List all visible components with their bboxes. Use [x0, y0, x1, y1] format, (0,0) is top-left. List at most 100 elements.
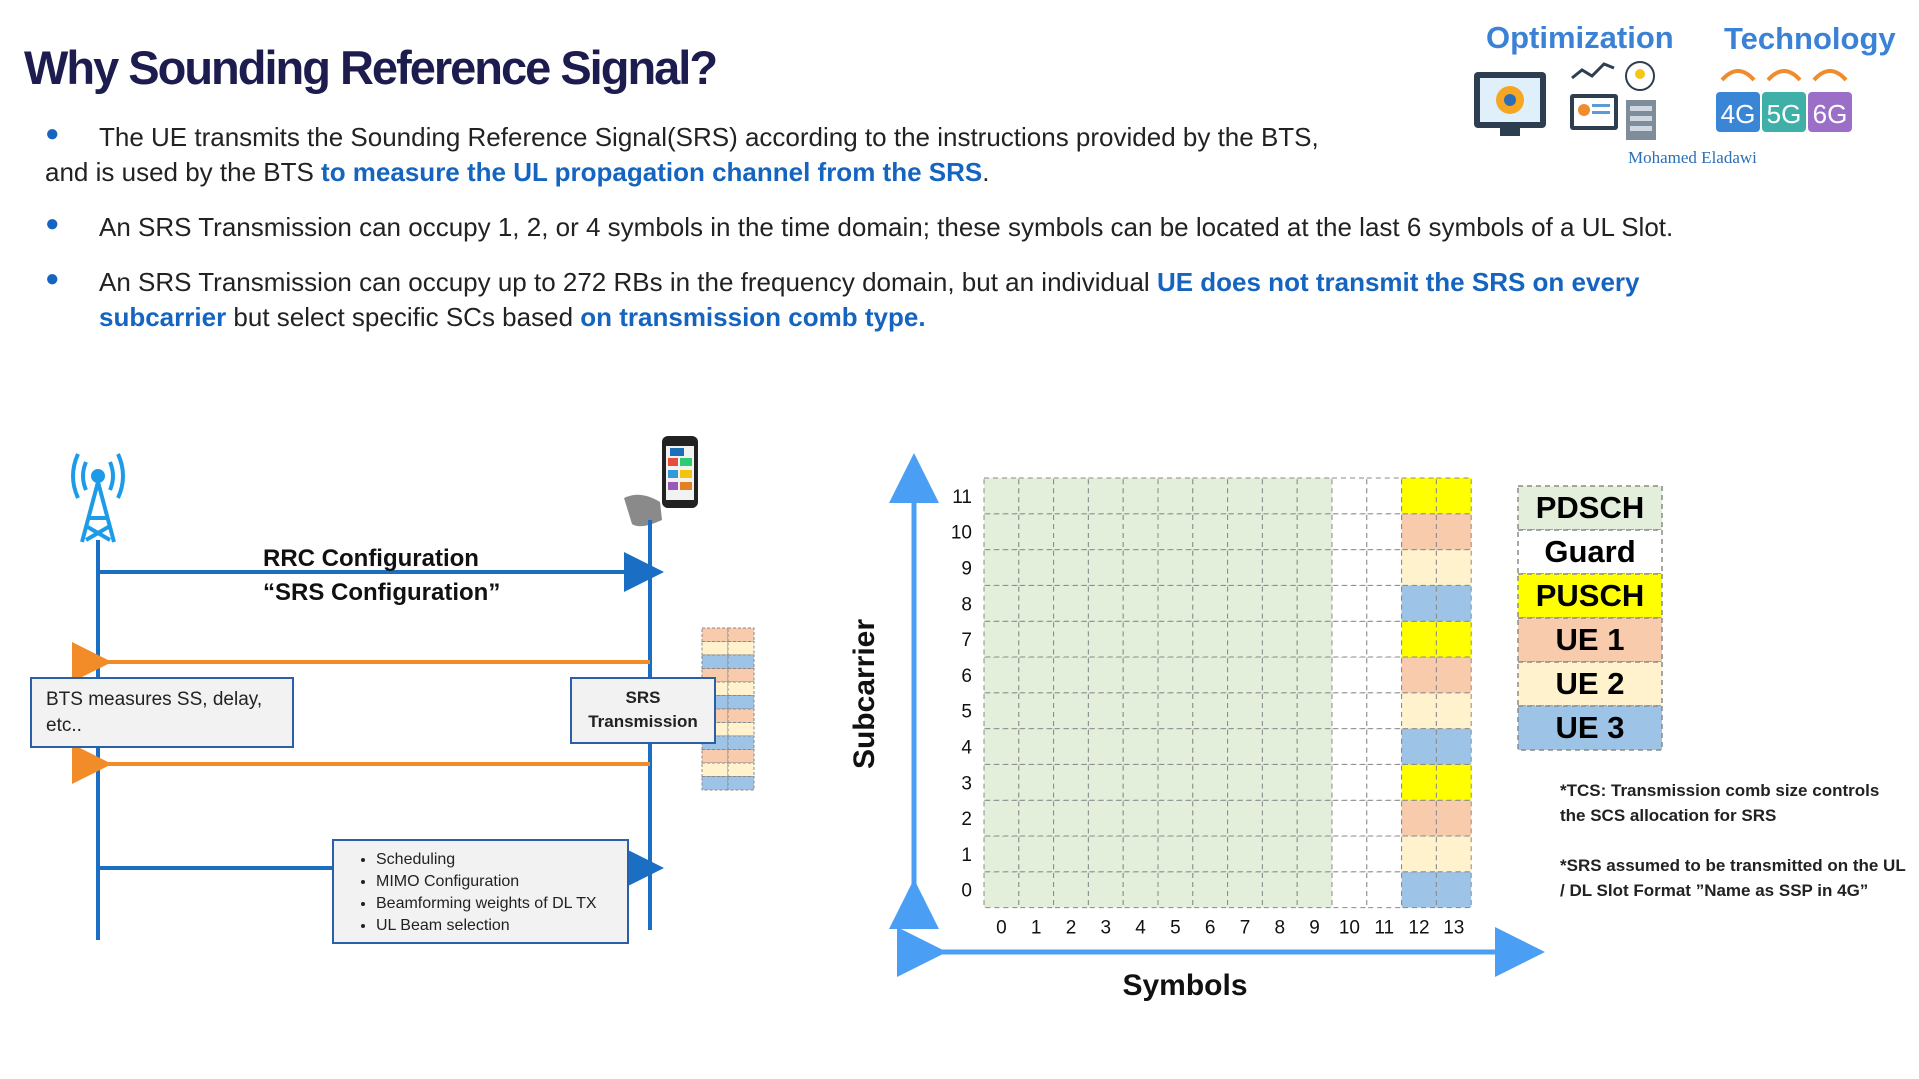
- grid-cell: [1435, 871, 1472, 909]
- grid-cell: [1401, 692, 1437, 730]
- x-tick-label: 7: [1240, 918, 1251, 939]
- grid-cell: [1401, 799, 1437, 837]
- grid-cell: [1296, 692, 1333, 730]
- x-tick-label: 6: [1205, 918, 1216, 939]
- y-tick-label: 3: [961, 773, 972, 794]
- grid-cell: [1053, 835, 1089, 873]
- grid-cell: [1261, 871, 1298, 909]
- grid-cell: [1366, 871, 1403, 909]
- grid-cell: [1122, 584, 1159, 622]
- bullet-1: ● The UE transmits the Sounding Referenc…: [45, 120, 1765, 190]
- smartphone-icon: [624, 436, 698, 527]
- grid-cell: [1261, 799, 1298, 837]
- grid-cell: [1087, 799, 1124, 837]
- grid-cell: [1261, 692, 1298, 730]
- srs-strip-cell: [701, 627, 729, 642]
- x-tick-label: 12: [1408, 918, 1429, 939]
- grid-cell: [1296, 549, 1333, 586]
- grid-cell: [1157, 549, 1194, 586]
- grid-cell: [1192, 513, 1229, 551]
- legend-label: PUSCH: [1536, 578, 1645, 613]
- branding-icons: 4G 5G 6G: [1474, 61, 1852, 140]
- grid-cell: [1192, 620, 1229, 658]
- grid-cell: [983, 477, 1020, 515]
- grid-cell: [983, 835, 1020, 873]
- x-tick-label: 13: [1443, 918, 1464, 939]
- grid-cell: [1401, 620, 1437, 658]
- grid-cell: [1331, 477, 1368, 515]
- grid-cell: [1122, 620, 1159, 658]
- grid-cell: [1366, 728, 1403, 765]
- grid-cell: [1366, 584, 1403, 622]
- grid-cell: [1122, 835, 1159, 873]
- grid-cell: [1435, 477, 1472, 515]
- author-name: Mohamed Eladawi: [1628, 148, 1757, 167]
- srs-strip-cell: [727, 722, 755, 737]
- grid-cell: [1192, 692, 1229, 730]
- grid-cell: [1018, 835, 1055, 873]
- y-tick-label: 2: [961, 809, 972, 830]
- grid-cell: [1401, 549, 1437, 586]
- grid-cell: [1192, 549, 1229, 586]
- legend-swatch: [1517, 485, 1663, 531]
- grid-cell: [1331, 728, 1368, 765]
- grid-cell: [1053, 871, 1089, 909]
- grid-cell: [1018, 728, 1055, 765]
- grid-cell: [1296, 799, 1333, 837]
- grid-cell: [1018, 513, 1055, 551]
- grid-cell: [1192, 728, 1229, 765]
- bullet-3: ● An SRS Transmission can occupy up to 2…: [45, 265, 1765, 335]
- bullet-3-text-b: but select specific SCs based: [226, 302, 581, 332]
- slot-note-line2: / DL Slot Format ”Name as SSP in 4G”: [1560, 881, 1869, 900]
- grid-cell: [1435, 763, 1472, 801]
- grid-cell: [1157, 620, 1194, 658]
- x-tick-label: 9: [1309, 918, 1320, 939]
- rrc-sublabel: “SRS Configuration”: [263, 579, 500, 606]
- bullet-2: ● An SRS Transmission can occupy 1, 2, o…: [45, 210, 1765, 245]
- bullet-3-highlight-a: UE does not transmit the SRS on every su…: [99, 267, 1640, 332]
- legend-swatch: [1517, 573, 1663, 619]
- grid-cell: [1192, 763, 1229, 801]
- y-tick-label: 7: [961, 630, 972, 651]
- grid-cell: [1018, 584, 1055, 622]
- grid-cell: [1401, 835, 1437, 873]
- grid-cell: [1157, 835, 1194, 873]
- grid-cell: [1331, 871, 1368, 909]
- srs-strip-cell: [701, 749, 729, 764]
- grid-cell: [1053, 692, 1089, 730]
- grid-cell: [1157, 871, 1194, 909]
- grid-cell: [1087, 871, 1124, 909]
- grid-cell: [1261, 584, 1298, 622]
- grid-cell: [1122, 477, 1159, 515]
- legend-label: PDSCH: [1536, 490, 1645, 525]
- x-tick-label: 8: [1275, 918, 1286, 939]
- bts-measures-text: BTS measures SS, delay, etc..: [46, 689, 263, 736]
- grid-cell: [1331, 584, 1368, 622]
- grid-cell: [1227, 656, 1263, 694]
- bullet-1-text-a: The UE transmits the Sounding Reference …: [99, 122, 1319, 152]
- srs-strip-cell: [727, 776, 755, 791]
- y-tick-label: 11: [952, 487, 972, 508]
- action-item: Scheduling: [376, 849, 627, 871]
- bullet-1-text-c: .: [982, 157, 990, 187]
- srs-strip-cell: [701, 776, 729, 791]
- y-tick-label: 6: [961, 666, 972, 687]
- grid-cell: [1227, 692, 1263, 730]
- tcs-note-line2: the SCS allocation for SRS: [1560, 806, 1777, 825]
- grid-cell: [1018, 549, 1055, 586]
- grid-cell: [1331, 549, 1368, 586]
- grid-cell: [1122, 799, 1159, 837]
- grid-cell: [983, 513, 1020, 551]
- grid-cell: [1157, 799, 1194, 837]
- brand-optimization: Optimization: [1486, 20, 1674, 55]
- grid-cell: [1018, 477, 1055, 515]
- y-tick-label: 9: [961, 559, 972, 580]
- grid-cell: [1401, 871, 1437, 909]
- grid-cell: [1053, 799, 1089, 837]
- grid-cell: [1296, 620, 1333, 658]
- grid-cell: [1053, 584, 1089, 622]
- generations-icon: 4G 5G 6G: [1716, 69, 1852, 132]
- grid-cell: [1331, 835, 1368, 873]
- grid-cell: [983, 799, 1020, 837]
